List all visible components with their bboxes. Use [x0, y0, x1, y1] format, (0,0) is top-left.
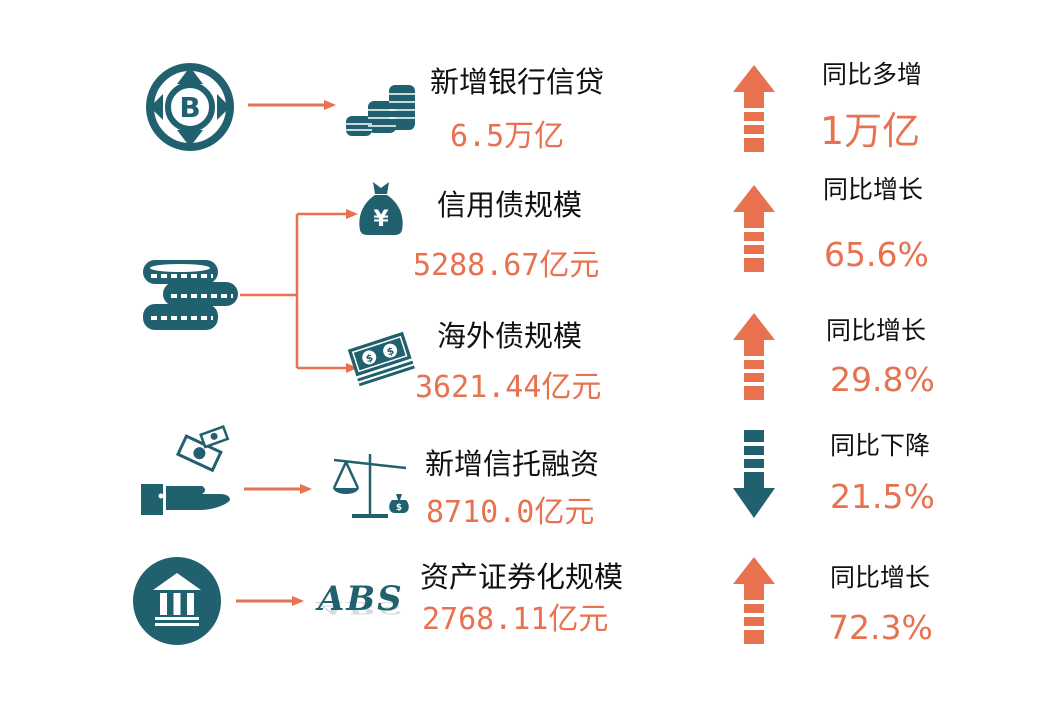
connector-arrow: [244, 484, 312, 494]
row-title: 海外债规模: [437, 319, 583, 353]
row-title: 新增银行信贷: [430, 65, 605, 99]
change-value: 21.5%: [830, 477, 935, 516]
connector-arrow: [236, 596, 304, 606]
svg-text:¥: ¥: [373, 207, 389, 232]
arrow-up-icon: [733, 557, 775, 644]
compare-label: 同比增长: [823, 175, 924, 204]
row-value: 2768.11亿元: [422, 602, 609, 637]
row-title: 新增信托融资: [425, 447, 600, 481]
row-title: 信用债规模: [437, 188, 583, 222]
arrow-down-icon: [733, 430, 775, 518]
dollar-bills-icon: $$: [347, 331, 415, 387]
svg-text:$: $: [386, 346, 396, 359]
compare-label: 同比多增: [822, 60, 923, 89]
branch-connector: [240, 209, 358, 373]
change-value: 72.3%: [828, 608, 933, 647]
row-value: 3621.44亿元: [415, 370, 602, 405]
yuan-money-bag-icon: ¥: [359, 182, 403, 235]
row-title: 资产证券化规模: [420, 560, 624, 594]
arrow-up-icon: [733, 185, 775, 272]
row-value: 6.5万亿: [450, 119, 565, 154]
compare-label: 同比增长: [826, 316, 927, 345]
svg-text:$: $: [365, 353, 375, 366]
change-value: 29.8%: [830, 360, 935, 399]
row-value: 8710.0亿元: [426, 495, 595, 530]
connector-arrow: [248, 100, 336, 110]
row-value: 5288.67亿元: [413, 248, 600, 283]
change-value: 65.6%: [824, 235, 929, 274]
arrow-up-icon: [733, 313, 775, 400]
abs-logo: ABS: [318, 579, 404, 619]
coins-icon: [143, 260, 238, 330]
abs-logo-reflection: ABS: [318, 597, 404, 618]
compare-label: 同比下降: [830, 431, 931, 460]
bank-icon: [133, 557, 221, 645]
svg-text:B: B: [179, 91, 200, 124]
hand-money-icon: [141, 424, 230, 515]
compare-label: 同比增长: [830, 563, 931, 592]
change-value: 1万亿: [820, 109, 921, 153]
coin-stacks-icon: [346, 85, 415, 136]
arrow-up-icon: [733, 65, 775, 152]
bitcoin-globe-icon: B: [146, 63, 234, 151]
svg-text:$: $: [396, 503, 402, 513]
scale-icon: $: [332, 454, 409, 518]
